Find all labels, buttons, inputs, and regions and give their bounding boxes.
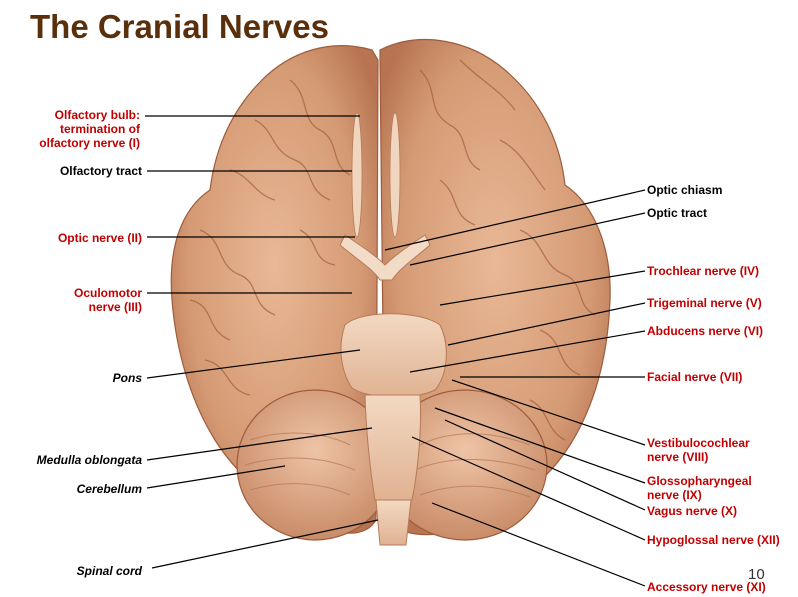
cerebellum-folia	[244, 432, 536, 498]
label-vagus-nerve: Vagus nerve (X)	[647, 504, 738, 518]
label-hypoglossal-nerve: Hypoglossal nerve (XII)	[647, 533, 780, 547]
medulla	[364, 394, 422, 501]
label-optic-nerve: Optic nerve (II)	[57, 231, 142, 245]
label-trigeminal-nerve: Trigeminal nerve (V)	[647, 296, 762, 310]
olfactory-tract-left-shape	[351, 112, 363, 238]
label-accessory-nerve: Accessory nerve (XI)	[647, 580, 766, 594]
page-number: 10	[748, 566, 765, 583]
label-olfactory-bulb: Olfactory bulb: termination of olfactory…	[39, 108, 140, 150]
label-facial-nerve: Facial nerve (VII)	[647, 370, 743, 384]
label-cerebellum: Cerebellum	[76, 482, 142, 496]
label-medulla-oblongata: Medulla oblongata	[36, 453, 142, 467]
pons	[340, 313, 447, 398]
label-olfactory-tract: Olfactory tract	[59, 164, 142, 178]
label-optic-chiasm: Optic chiasm	[647, 183, 723, 197]
gyri-texture	[189, 59, 596, 441]
label-oculomotor-nerve: Oculomotor nerve (III)	[74, 286, 142, 314]
label-trochlear-nerve: Trochlear nerve (IV)	[647, 264, 760, 278]
label-pons: Pons	[112, 371, 142, 385]
leader-lines	[145, 115, 646, 587]
olfactory-tract-right-shape	[389, 112, 401, 238]
spinal-cord-shape	[375, 499, 412, 546]
label-glossopharyngeal-nerve: Glossopharyngeal nerve (IX)	[647, 474, 752, 502]
label-spinal-cord: Spinal cord	[76, 564, 142, 578]
label-vestibulocochlear-nerve: Vestibulocochlear nerve (VIII)	[647, 436, 750, 464]
label-abducens-nerve: Abducens nerve (VI)	[647, 324, 764, 338]
label-optic-tract: Optic tract	[647, 206, 708, 220]
optic-nerves-shape	[339, 234, 431, 281]
page-title: The Cranial Nerves	[30, 8, 329, 45]
